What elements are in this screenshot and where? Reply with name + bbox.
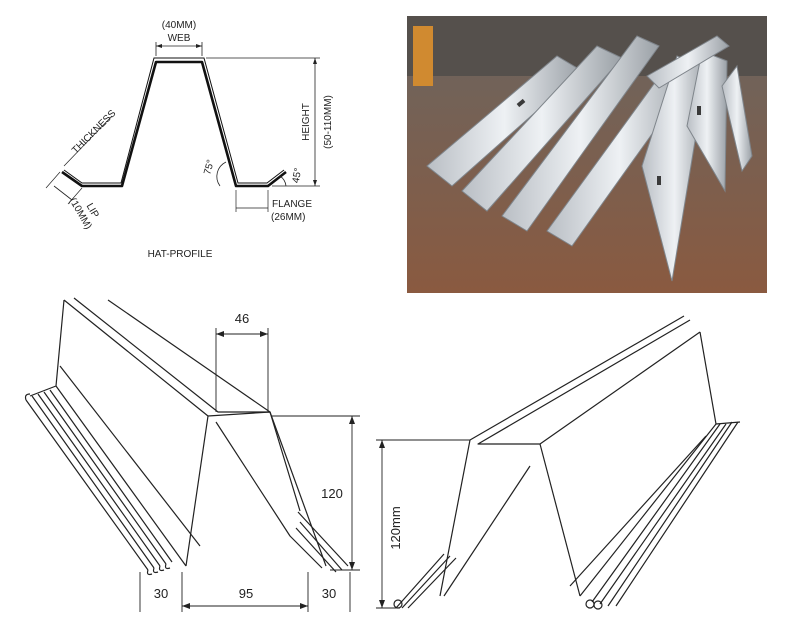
hat-profile-outline xyxy=(61,60,287,188)
right-flange-value: 30 xyxy=(322,586,336,601)
lip-angle: 45° xyxy=(291,167,304,184)
left-height-value: 120 xyxy=(321,486,343,501)
right-height-value: 120mm xyxy=(388,506,403,549)
isometric-drawings: 46 120 30 95 30 120mm xyxy=(0,296,797,623)
product-photo xyxy=(407,16,767,293)
right-isometric-profile xyxy=(393,315,741,610)
steel-profiles xyxy=(426,35,753,282)
height-value: (50-110MM) xyxy=(323,95,334,149)
hat-profile-inner xyxy=(63,57,285,184)
isometric-svg: 46 120 30 95 30 120mm xyxy=(24,297,741,612)
hat-profile-drawing: (40MM) WEB HEIGHT (50-110MM) THICKNESS L… xyxy=(0,0,400,295)
orange-equipment xyxy=(413,26,433,86)
base-width-value: 95 xyxy=(239,586,253,601)
product-photo-illustration xyxy=(407,16,767,293)
hat-profile-caption: HAT-PROFILE xyxy=(148,249,213,260)
flange-label: FLANGE xyxy=(272,199,312,210)
flange-value: (26MM) xyxy=(271,212,305,223)
web-label: WEB xyxy=(168,33,191,44)
web-value: (40MM) xyxy=(162,20,196,31)
thickness-label: THICKNESS xyxy=(70,108,118,156)
height-label: HEIGHT xyxy=(301,103,312,141)
hat-profile-svg: (40MM) WEB HEIGHT (50-110MM) THICKNESS L… xyxy=(45,20,334,260)
top-width-value: 46 xyxy=(235,311,249,326)
left-isometric-profile xyxy=(24,297,349,576)
left-flange-value: 30 xyxy=(154,586,168,601)
web-angle: 75° xyxy=(202,159,217,176)
